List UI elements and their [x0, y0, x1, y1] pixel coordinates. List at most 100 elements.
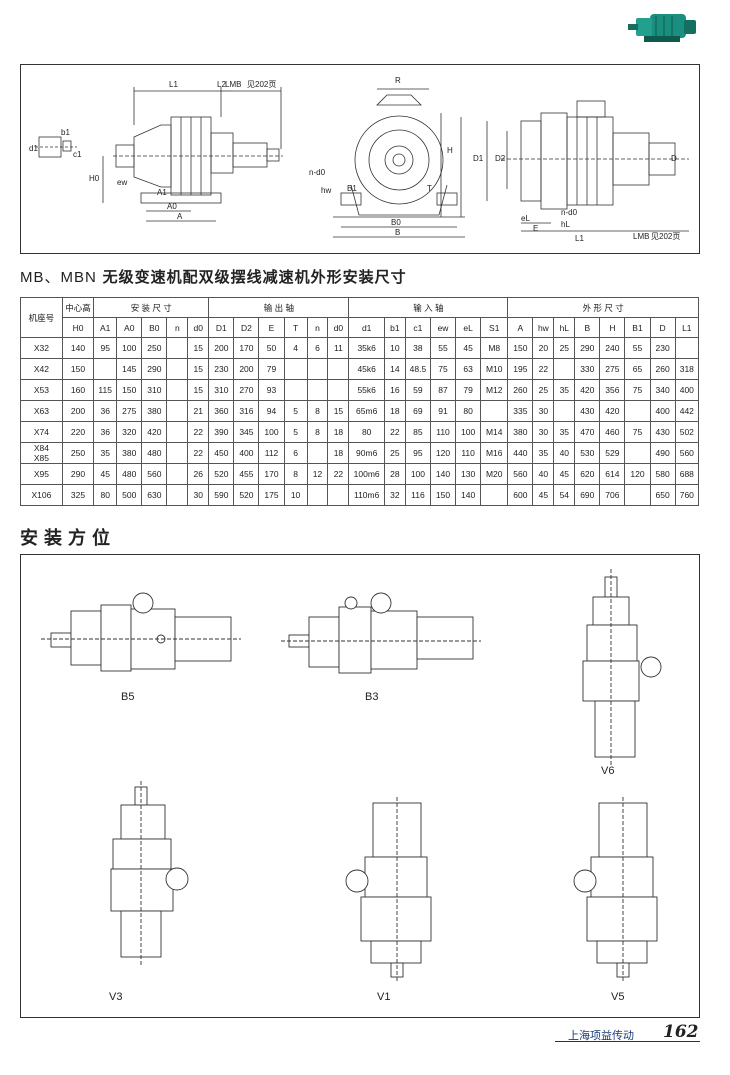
label-B1: B1 [347, 184, 357, 193]
table-cell: 290 [61, 463, 95, 485]
table-cell [166, 442, 189, 464]
table-cell: 11 [327, 337, 350, 359]
table-cell: 30 [187, 484, 210, 506]
table-column-header: d0 [327, 317, 350, 338]
table-cell: 356 [599, 379, 626, 401]
table-cell: 45 [455, 337, 482, 359]
label-R: R [395, 76, 401, 85]
table-cell: 22 [187, 442, 210, 464]
table-cell: 455 [233, 463, 260, 485]
table-cell: 430 [649, 421, 676, 443]
section-title: 安装方位 [20, 528, 116, 549]
table-cell: 620 [574, 463, 601, 485]
table-cell: 8 [306, 400, 329, 422]
table-cell: 4 [283, 337, 308, 359]
table-cell [480, 400, 509, 422]
table-cell: 260 [649, 358, 676, 380]
table-group-header: 外 形 尺 寸 [507, 297, 699, 318]
table-cell: 502 [674, 421, 700, 443]
label-c1: c1 [73, 150, 82, 159]
table-column-header: d1 [348, 317, 385, 338]
table-cell: 450 [208, 442, 235, 464]
label-see-page: 见202页 [247, 80, 276, 89]
label-d1: d1 [29, 144, 38, 153]
table-cell: 8 [306, 421, 329, 443]
table-cell [166, 484, 189, 506]
table-cell [624, 442, 651, 464]
table-cell [624, 484, 651, 506]
table-cell: 170 [258, 463, 285, 485]
v5-drawing [573, 797, 658, 981]
table-cell [93, 358, 118, 380]
table-cell: 35 [93, 442, 118, 464]
table-cell: 30 [532, 400, 555, 422]
table-cell: 65 [624, 358, 651, 380]
table-group-header: 机座号 [20, 297, 63, 338]
motor-logo-icon [628, 14, 696, 42]
table-cell: 170 [233, 337, 260, 359]
table-cell: 22 [327, 463, 350, 485]
label-eL: eL [521, 214, 530, 223]
table-cell: 100 [116, 337, 143, 359]
table-cell: 130 [455, 463, 482, 485]
table-cell: 79 [455, 379, 482, 401]
table-cell: 529 [599, 442, 626, 464]
table-cell: 120 [624, 463, 651, 485]
table-cell: 310 [141, 379, 168, 401]
table-cell: 380 [507, 421, 534, 443]
table-cell: 35 [532, 442, 555, 464]
table-cell: 420 [599, 400, 626, 422]
table-cell: 95 [404, 442, 431, 464]
table-cell [674, 337, 700, 359]
table-cell: 22 [532, 358, 555, 380]
label-A: A [177, 212, 183, 221]
table-cell: 175 [258, 484, 285, 506]
table-cell: 36 [93, 421, 118, 443]
label-T: T [427, 184, 432, 193]
table-cell: 40 [532, 463, 555, 485]
table-cell: 35 [553, 379, 576, 401]
table-cell: X74 [20, 421, 63, 443]
table-cell: 25 [553, 337, 576, 359]
table-cell: 400 [674, 379, 700, 401]
table-cell: 345 [233, 421, 260, 443]
table-cell [283, 358, 308, 380]
v3-drawing [110, 781, 189, 965]
table-cell: 560 [674, 442, 700, 464]
table-cell [624, 400, 651, 422]
table-cell [327, 358, 350, 380]
table-cell: X53 [20, 379, 63, 401]
table-column-header: A [507, 317, 534, 338]
table-cell: 110 [429, 421, 457, 443]
table-cell: 25 [383, 442, 406, 464]
table-cell: 80 [455, 400, 482, 422]
table-column-header: L1 [674, 317, 700, 338]
label-B0: B0 [391, 218, 401, 227]
table-cell: 275 [599, 358, 626, 380]
table-cell [327, 379, 350, 401]
table-column-header: A1 [93, 317, 118, 338]
label-L1-right: L1 [575, 234, 584, 243]
position-v3-label: V3 [109, 991, 123, 1003]
table-column-header: hL [553, 317, 576, 338]
table-cell: 318 [674, 358, 700, 380]
table-column-header: A0 [116, 317, 143, 338]
table-cell [306, 379, 329, 401]
label-n-d0: n-d0 [309, 168, 326, 177]
table-cell: X95 [20, 463, 63, 485]
table-cell: 55 [429, 337, 457, 359]
table-cell: 340 [649, 379, 676, 401]
table-cell: 150 [61, 358, 95, 380]
table-cell [166, 337, 189, 359]
table-cell: M14 [480, 421, 509, 443]
b3-drawing [281, 592, 481, 674]
table-cell: 706 [599, 484, 626, 506]
table-cell: 116 [404, 484, 431, 506]
v6-drawing [582, 569, 662, 765]
table-column-header: D2 [233, 317, 260, 338]
spec-title-en: MB、MBN [20, 269, 97, 286]
